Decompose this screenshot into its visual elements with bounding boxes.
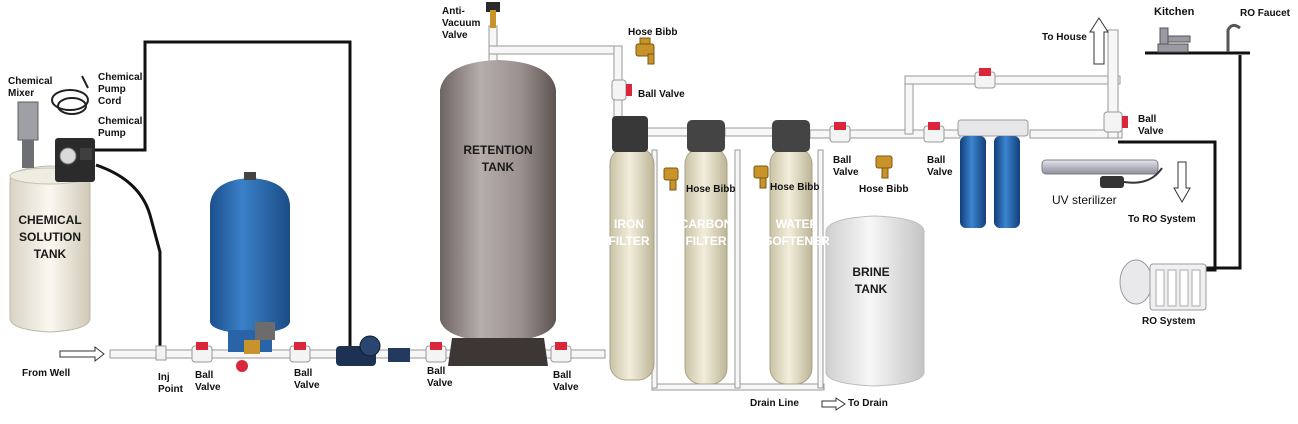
chemical-solution-tank-label: CHEMICAL SOLUTION TANK: [18, 213, 82, 261]
ball-valve-top-label: Ball Valve: [638, 89, 685, 100]
hose-bibb-iron-label: Hose Bibb: [686, 184, 736, 195]
hose-bibb-top-label: Hose Bibb: [628, 27, 678, 38]
ball-valve-3-label: Ball Valve: [427, 366, 453, 389]
ball-valve-2-label: Ball Valve: [294, 368, 320, 391]
pipe-drain-softener: [817, 149, 824, 389]
ball-valves: [191, 68, 1128, 363]
to-drain-label: To Drain: [848, 398, 888, 409]
pipe-bypass-riser: [904, 75, 914, 135]
chemical-pump: [55, 138, 95, 182]
to-ro-system-label: To RO System: [1128, 214, 1196, 225]
ball-valve-retention-out: [550, 342, 572, 363]
inj-point-fitting: [155, 345, 167, 361]
feed-tube-line: [95, 163, 162, 350]
ro-faucet-label: RO Faucet: [1240, 8, 1291, 19]
to-house-arrow: [1089, 17, 1109, 65]
uv-sterilizer-label: UV sterilizer: [1052, 193, 1117, 207]
water-softener-label: WATER SOFTENER: [764, 217, 830, 248]
kitchen-faucet: [1157, 27, 1191, 53]
hose-bibb-carbon-label: Hose Bibb: [770, 182, 820, 193]
retention-tank: [440, 60, 556, 366]
ro-system-label: RO System: [1142, 316, 1196, 327]
from-well-arrow: [59, 345, 105, 363]
ball-valve-inlet: [191, 342, 213, 363]
iron-filter: [609, 116, 655, 381]
iron-filter-label: IRON FILTER: [608, 217, 650, 248]
anti-vacuum-valve-label: Anti- Vacuum Valve: [442, 6, 481, 41]
pipe-carbon-softener: [724, 127, 781, 137]
water-softener: [769, 120, 813, 385]
hose-bibbs: [155, 37, 893, 361]
power-cord-line: [95, 40, 352, 352]
ro-supply-line: [1118, 140, 1217, 272]
hose-bibb-carbon: [753, 165, 769, 189]
inj-point-label: Inj Point: [158, 372, 183, 395]
drain-line-label: Drain Line: [750, 398, 799, 409]
hose-bibb-after-label: Hose Bibb: [859, 184, 909, 195]
ball-valve-5-label: Ball Valve: [833, 155, 859, 178]
pipe-top-run: [488, 45, 620, 55]
carbon-filter: [684, 120, 728, 385]
to-house-label: To House: [1042, 32, 1087, 43]
big-blue-filters: [957, 119, 1029, 228]
pipe-drain-carbon: [734, 149, 741, 389]
ball-valve-1-label: Ball Valve: [195, 370, 221, 393]
chemical-pump-cord: [51, 75, 89, 115]
ball-valve-top: [611, 79, 632, 101]
pipe-bypass-top: [904, 75, 1121, 85]
hose-bibb-top: [635, 37, 655, 65]
flow-arrows: [59, 17, 1191, 411]
pipe-uv-line: [1029, 129, 1123, 139]
ball-valve-4-label: Ball Valve: [553, 370, 579, 393]
carbon-filter-label: CARBON FILTER: [679, 217, 733, 248]
to-ro-arrow: [1173, 161, 1191, 204]
ball-valve-tank: [289, 342, 311, 363]
pipe-to-house-vertical: [1107, 29, 1119, 139]
black-lines: [95, 40, 1250, 352]
ball-valve-6-label: Ball Valve: [927, 155, 953, 178]
ball-valve-7-label: Ball Valve: [1138, 114, 1164, 137]
retention-tank-label: RETENTION TANK: [463, 143, 533, 174]
to-drain-arrow: [821, 397, 846, 411]
ball-valve-bypass: [974, 68, 996, 89]
ro-system: [1119, 259, 1207, 311]
ro-faucet: [1226, 23, 1241, 52]
ball-valve-after-softener: [829, 122, 851, 143]
brine-tank: [825, 215, 925, 387]
water-meter: [336, 335, 410, 366]
chemical-mixer-label: Chemical Mixer: [8, 76, 53, 99]
from-well-label: From Well: [22, 368, 71, 379]
hose-bibb-after: [875, 155, 893, 179]
ball-valve-before-bigblue: [923, 122, 945, 143]
anti-vacuum-valve: [486, 2, 500, 28]
ball-valve-house: [1103, 111, 1128, 133]
ro-faucet-line: [1205, 55, 1242, 270]
hose-bibb-iron: [663, 167, 679, 191]
uv-sterilizer: [1041, 159, 1163, 188]
ball-valve-retention-in: [425, 342, 447, 363]
brine-tank-label: BRINE TANK: [852, 265, 890, 296]
pressure-tank: [210, 172, 290, 372]
chemical-pump-cord-label: Chemical Pump Cord: [98, 72, 143, 107]
chemical-mixer: [17, 101, 39, 168]
kitchen-label: Kitchen: [1154, 6, 1195, 18]
chemical-pump-label: Chemical Pump: [98, 116, 143, 139]
